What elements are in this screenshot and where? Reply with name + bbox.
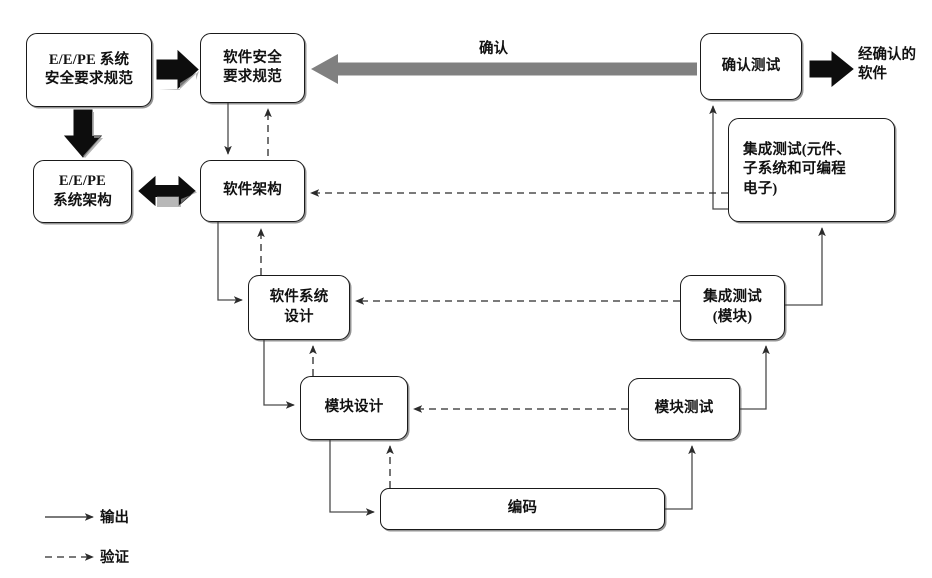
node-validation-test[interactable]: 确认测试 <box>700 33 802 100</box>
block-arrow-validation <box>311 54 697 84</box>
node-software-system-design[interactable]: 软件系统 设计 <box>248 275 350 340</box>
edge-module-design-to-coding <box>329 440 375 516</box>
block-arrow-eepe-req-to-sw-req <box>156 49 199 90</box>
node-integration-test-module[interactable]: 集成测试 (模块) <box>680 275 785 340</box>
node-integration-test-system[interactable]: 集成测试(元件、 子系统和可编程 电子) <box>728 118 895 222</box>
node-module-design[interactable]: 模块设计 <box>300 376 408 440</box>
node-label: 确认测试 <box>721 57 781 74</box>
node-module-test[interactable]: 模块测试 <box>628 378 740 440</box>
node-label: E/E/PE 系统 安全要求规范 <box>44 51 134 87</box>
block-arrow-eepe-req-to-eepe-arch <box>63 109 103 158</box>
node-software-architecture[interactable]: 软件架构 <box>200 160 305 222</box>
edge-sys-design-to-module-design <box>263 340 295 409</box>
node-label: 集成测试 (模块) <box>703 289 762 325</box>
edge-sw-arch-to-sys-design <box>217 222 243 304</box>
node-software-safety-requirements[interactable]: 软件安全 要求规范 <box>200 33 305 103</box>
node-label: 模块测试 <box>654 400 714 417</box>
node-label: 软件安全 要求规范 <box>223 49 282 85</box>
node-label: 集成测试(元件、 子系统和可编程 电子) <box>743 142 851 197</box>
block-arrow-eepe-arch-to-sw-arch <box>138 175 197 207</box>
node-label: 编码 <box>507 500 538 517</box>
node-eepe-safety-requirements[interactable]: E/E/PE 系统 安全要求规范 <box>26 33 152 107</box>
edge-integration-module-to-integration-system <box>785 227 826 306</box>
legend-verification-label: 验证 <box>100 550 129 566</box>
edge-module-test-to-integration-module <box>740 345 770 410</box>
validation-arrow-label: 确认 <box>479 41 508 57</box>
node-coding[interactable]: 编码 <box>380 488 665 530</box>
node-label: 模块设计 <box>324 399 384 416</box>
legend-output-label: 输出 <box>100 510 129 526</box>
edge-integration-system-to-validation-test <box>709 105 728 210</box>
edge-coding-to-module-test <box>665 445 696 510</box>
node-eepe-system-architecture[interactable]: E/E/PE 系统架构 <box>33 160 132 223</box>
node-label: 软件系统 设计 <box>269 289 329 325</box>
node-label: E/E/PE 系统架构 <box>53 173 112 209</box>
validated-software-label: 经确认的 软件 <box>858 47 916 83</box>
node-label: 软件架构 <box>223 182 282 199</box>
block-arrow-validated-software <box>809 50 854 88</box>
